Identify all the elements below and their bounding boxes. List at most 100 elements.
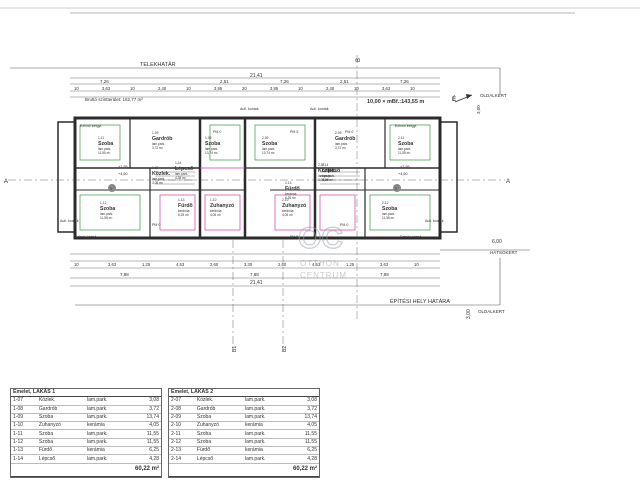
plan-note: PM 0 <box>340 223 348 227</box>
room-name: Szoba <box>205 141 220 147</box>
room-finish: kerámia <box>178 209 190 213</box>
room-code: 1-08 <box>11 405 37 414</box>
dim-side-top: 3,00 <box>476 105 481 114</box>
room-name: Közlek. <box>194 396 243 406</box>
dimension-label: 7,88 <box>250 272 259 277</box>
room-area: 13,74 m² <box>205 151 218 155</box>
dimension-label: 3,95 <box>270 86 279 91</box>
room-code: 2-11 <box>169 429 195 439</box>
plan-note: Aull. kontak <box>60 219 79 223</box>
room-finish: kerámia <box>84 446 131 456</box>
room-code: 1-09 <box>11 413 37 423</box>
room-area: 11,55 m² <box>382 216 394 220</box>
room-area: 3,72 <box>288 405 319 414</box>
dimension-label: 2,51 <box>340 79 349 84</box>
room-finish: lam.park. <box>84 396 131 406</box>
room-finish: lam.park. <box>382 212 395 216</box>
room-finish: lam.park. <box>98 147 111 151</box>
room-name: Szoba <box>194 413 243 423</box>
plan-note: PM 0 <box>345 130 353 134</box>
room-area: 4,28 <box>130 454 161 464</box>
room-finish: kerámia <box>242 446 289 456</box>
table-total: 60,22 m² <box>11 463 161 477</box>
room-finish: kerámia <box>84 421 131 431</box>
room-area: 4,05 <box>288 421 319 431</box>
table-total-row: 60,22 m² <box>169 463 319 477</box>
plan-note: Ezhvió kétgyl. <box>400 235 422 239</box>
room-name: Fürdő <box>36 446 85 456</box>
level-mark: +4,60 <box>398 172 408 176</box>
plan-note: 2 <box>395 187 397 191</box>
room-code: 2-07 <box>169 396 195 406</box>
room-name: Szoba <box>382 206 397 212</box>
level-mark: +2,95 <box>400 165 410 169</box>
room-code: 1-10 <box>11 421 37 431</box>
svg-text:OC: OC <box>298 222 343 255</box>
room-name: Szoba <box>398 141 413 147</box>
room-name: Zuhanyzó <box>36 421 85 431</box>
room-area: 3,08 <box>130 396 161 406</box>
room-name: Közlek. <box>152 171 171 177</box>
room-area: 11,55 <box>288 429 319 439</box>
section-line-a: A A <box>4 179 510 185</box>
watermark-logo: OC OTTHON CENTRUM <box>297 221 346 280</box>
room-finish: lam.park. <box>100 212 113 216</box>
dimension-label: 10 <box>298 86 303 91</box>
dimension-label: 2,60 <box>210 262 219 267</box>
dimension-label: 4,53 <box>176 262 185 267</box>
room-number: 2-10 <box>282 198 289 202</box>
plan-note: Aull. kontak <box>240 107 259 111</box>
room-area: 4,28 m² <box>175 176 186 180</box>
room-area: 11,55 m² <box>100 216 112 220</box>
room-area: 13,74 m² <box>262 151 275 155</box>
plan-note: PM 0 <box>152 223 160 227</box>
room-finish: lam.park. <box>152 142 165 146</box>
room-name: Szoba <box>36 429 85 439</box>
dimension-label: 10 <box>74 86 79 91</box>
room-name: Lépcső <box>322 168 340 174</box>
room-finish: kerámia <box>242 421 289 431</box>
dimension-label: 2,40 <box>326 86 335 91</box>
dim-total-top: 21,41 <box>250 73 263 79</box>
plan-note: Aull. kontak <box>310 107 329 111</box>
room-number: 1-12 <box>100 201 107 205</box>
room-finish: kerámia <box>285 192 297 196</box>
building-line-label: ÉPÍTÉSI HELY HATÁRA <box>390 298 450 305</box>
room-code: 2-12 <box>169 438 195 448</box>
room-name: Közlek. <box>318 168 337 174</box>
room-finish: lam.park. <box>242 405 289 414</box>
dim-total-bottom: 21,41 <box>250 280 263 286</box>
room-finish: lam.park. <box>84 413 131 423</box>
dimension-label: 2,40 <box>158 86 167 91</box>
room-finish: lam.park. <box>322 174 335 178</box>
room-name: Közlek. <box>36 396 85 406</box>
plan-note: PM 5 <box>290 130 298 134</box>
room-name: Gardrób <box>194 405 243 414</box>
room-finish: lam.park. <box>242 413 289 423</box>
dimension-label: 7,26 <box>280 79 289 84</box>
room-number: 1-13 <box>178 198 185 202</box>
bathroom-fixtures <box>159 167 356 231</box>
room-number: 1-10 <box>210 198 217 202</box>
room-area: 4,28 m² <box>322 178 333 182</box>
room-area: 11,55 m² <box>398 151 410 155</box>
dimension-label: 10 <box>130 86 135 91</box>
rear-garden-label: HÁTSÓKERT <box>490 249 518 255</box>
room-finish: lam.park. <box>205 147 218 151</box>
furniture-marks <box>79 124 431 231</box>
room-finish: kerámia <box>210 209 222 213</box>
dimension-label: 3,30 <box>244 262 253 267</box>
room-name: Zuhanyzó <box>210 203 234 209</box>
